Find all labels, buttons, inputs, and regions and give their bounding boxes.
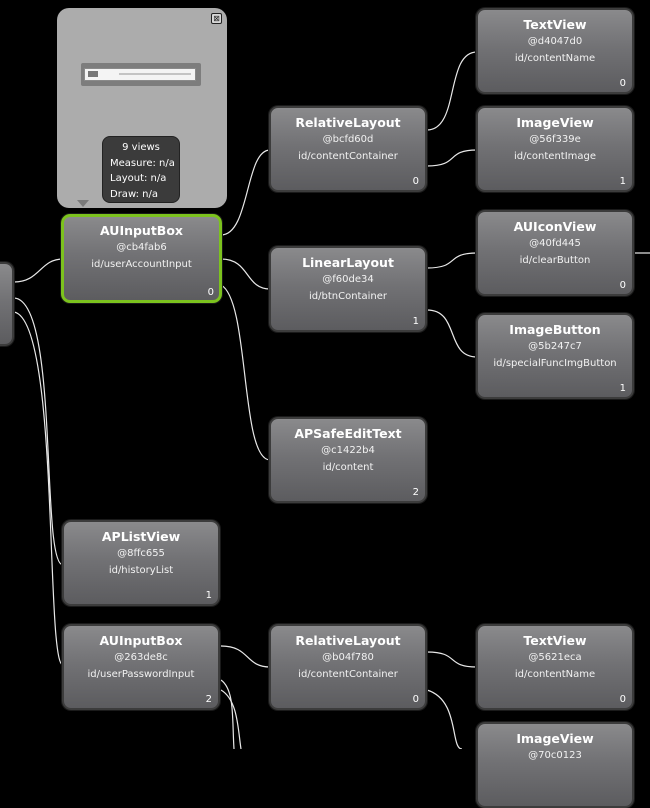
view-node-textview-2[interactable]: TextView @5621eca id/contentName 0 xyxy=(476,624,634,710)
view-node-imageview-1[interactable]: ImageView @56f339e id/contentImage 1 xyxy=(476,106,634,192)
node-index: 0 xyxy=(619,78,626,89)
node-id: id/contentImage xyxy=(513,151,597,162)
node-index: 2 xyxy=(205,694,212,705)
node-hash: @c1422b4 xyxy=(321,445,375,456)
node-class: ImageView xyxy=(516,731,594,746)
view-node-relativelayout-1[interactable]: RelativeLayout @bcfd60d id/contentContai… xyxy=(269,106,427,192)
view-node-auinputbox-password[interactable]: AUInputBox @263de8c id/userPasswordInput… xyxy=(62,624,220,710)
node-hash: @d4047d0 xyxy=(527,36,583,47)
node-hash: @cb4fab6 xyxy=(116,242,167,253)
node-id: id/contentContainer xyxy=(298,151,398,162)
node-id: id/userPasswordInput xyxy=(87,669,195,680)
node-index: 0 xyxy=(412,694,419,705)
view-node-auiconview[interactable]: AUIconView @40fd445 id/clearButton 0 xyxy=(476,210,634,296)
node-id: id/userAccountInput xyxy=(91,259,192,270)
node-id: id/clearButton xyxy=(519,255,591,266)
node-hash: @5621eca xyxy=(528,652,582,663)
node-id: id/contentName xyxy=(514,53,596,64)
view-node-relativelayout-2[interactable]: RelativeLayout @b04f780 id/contentContai… xyxy=(269,624,427,710)
node-index: 1 xyxy=(619,383,626,394)
node-hash: @5b247c7 xyxy=(528,341,582,352)
view-node-imagebutton[interactable]: ImageButton @5b247c7 id/specialFuncImgBu… xyxy=(476,313,634,399)
view-node-linearlayout[interactable]: LinearLayout @f60de34 id/btnContainer 1 xyxy=(269,246,427,332)
node-class: TextView xyxy=(523,633,587,648)
preview-pointer xyxy=(77,200,89,207)
view-preview-panel: ⊠ 9 views Measure: n/a Layout: n/a Draw:… xyxy=(57,8,227,208)
view-node-apsafeedittext[interactable]: APSafeEditText @c1422b4 id/content 2 xyxy=(269,417,427,503)
node-hash: @8ffc655 xyxy=(117,548,165,559)
node-id: id/contentName xyxy=(514,669,596,680)
node-hash: @f60de34 xyxy=(322,274,374,285)
node-hash: @263de8c xyxy=(114,652,168,663)
node-index: 1 xyxy=(619,176,626,187)
view-stats-tooltip: 9 views Measure: n/a Layout: n/a Draw: n… xyxy=(102,136,180,203)
node-class: APListView xyxy=(101,529,181,544)
node-class: RelativeLayout xyxy=(295,115,401,130)
node-hash: @40fd445 xyxy=(529,238,581,249)
node-hash: @56f339e xyxy=(529,134,581,145)
node-hash: @bcfd60d xyxy=(322,134,374,145)
node-class: RelativeLayout xyxy=(295,633,401,648)
view-thumbnail xyxy=(81,63,201,86)
node-index: 1 xyxy=(412,316,419,327)
node-index: 2 xyxy=(412,487,419,498)
node-hash: @b04f780 xyxy=(322,652,374,663)
node-index: 0 xyxy=(619,694,626,705)
view-node-auinputbox-account[interactable]: AUInputBox @cb4fab6 id/userAccountInput … xyxy=(61,214,222,303)
measure-time: Measure: n/a xyxy=(110,157,175,169)
node-class: TextView xyxy=(523,17,587,32)
node-id: id/specialFuncImgButton xyxy=(493,358,617,369)
node-id: id/contentContainer xyxy=(298,669,398,680)
node-id: id/btnContainer xyxy=(309,291,387,302)
node-class: LinearLayout xyxy=(302,255,394,270)
node-class: AUIconView xyxy=(513,219,597,234)
node-class: AUInputBox xyxy=(99,633,183,648)
node-hash: @70c0123 xyxy=(528,750,582,761)
node-index: 1 xyxy=(205,590,212,601)
node-index: 0 xyxy=(207,287,214,298)
layout-time: Layout: n/a xyxy=(110,173,167,184)
draw-time: Draw: n/a xyxy=(110,188,158,200)
views-count: 9 views xyxy=(122,142,160,153)
node-class: APSafeEditText xyxy=(294,426,402,441)
node-class: ImageButton xyxy=(509,322,601,337)
thumbnail-input-preview xyxy=(84,68,196,81)
node-id: id/content xyxy=(322,462,374,473)
node-index: 0 xyxy=(412,176,419,187)
view-node-parent[interactable]: 1 xyxy=(0,262,14,346)
node-id: id/historyList xyxy=(108,565,174,576)
node-class: ImageView xyxy=(516,115,594,130)
view-node-imageview-2[interactable]: ImageView @70c0123 xyxy=(476,722,634,808)
view-node-textview-1[interactable]: TextView @d4047d0 id/contentName 0 xyxy=(476,8,634,94)
node-class: AUInputBox xyxy=(100,223,183,238)
close-icon[interactable]: ⊠ xyxy=(211,13,222,24)
view-node-aplistview[interactable]: APListView @8ffc655 id/historyList 1 xyxy=(62,520,220,606)
connection-lines xyxy=(13,51,650,749)
node-index: 0 xyxy=(619,280,626,291)
